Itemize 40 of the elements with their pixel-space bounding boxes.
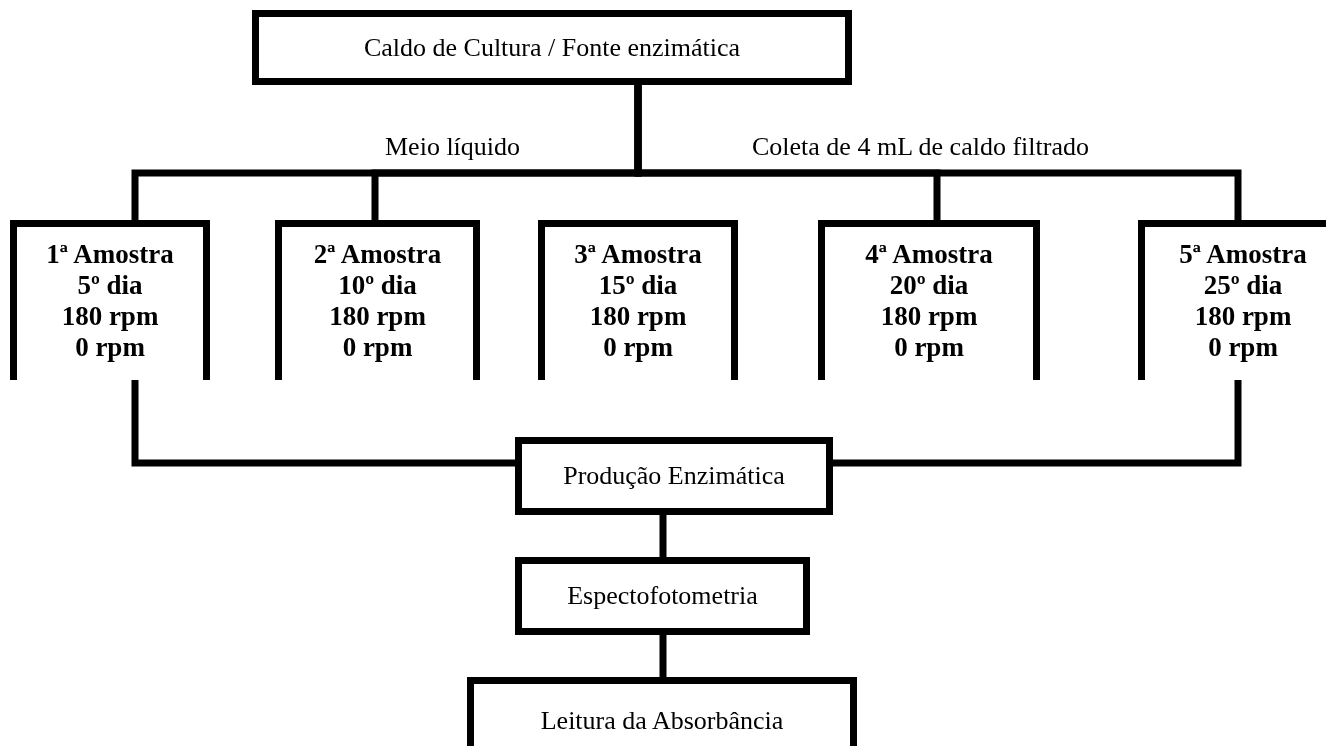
box-text: 3ª Amostra — [574, 239, 702, 270]
box-text: 0 rpm — [1208, 332, 1278, 363]
box-text: Produção Enzimática — [563, 461, 785, 491]
box-text: Caldo de Cultura / Fonte enzimática — [363, 32, 741, 63]
sample-box — [818, 220, 1040, 380]
connector-line — [833, 380, 1242, 467]
process-box — [515, 437, 833, 515]
box-text: 5º dia — [77, 270, 143, 301]
box-text: 0 rpm — [894, 332, 964, 363]
box-text: 180 rpm — [589, 301, 687, 332]
box-text: 180 rpm — [329, 301, 426, 332]
process-box — [467, 677, 857, 746]
box-text: Espectofotometria — [567, 581, 758, 611]
sample-box — [538, 220, 738, 380]
connector-line — [634, 85, 1242, 220]
box-text: 2ª Amostra — [313, 239, 442, 270]
sample-box — [1138, 220, 1326, 380]
box-text: 10º dia — [338, 270, 417, 301]
box-text: 0 rpm — [342, 332, 413, 363]
box-text: 0 rpm — [603, 332, 673, 363]
box-text: 180 rpm — [61, 301, 159, 332]
box-text: 1ª Amostra — [46, 239, 174, 270]
box-text: 4ª Amostra — [865, 239, 993, 270]
connector-line — [659, 635, 667, 677]
sample-box — [10, 220, 210, 380]
process-box — [252, 10, 852, 85]
connector-line — [131, 380, 515, 467]
connector-line — [659, 515, 667, 557]
box-text: 180 rpm — [880, 301, 978, 332]
box-text: 15º dia — [598, 270, 678, 301]
box-text: 0 rpm — [75, 332, 145, 363]
box-text: Leitura da Absorbância — [540, 705, 784, 736]
process-box — [515, 557, 810, 635]
box-text: 25º dia — [1203, 270, 1283, 301]
sample-box — [275, 220, 480, 380]
branch-label: Meio líquido — [385, 132, 521, 162]
box-text: 180 rpm — [1194, 301, 1292, 332]
box-text: 5ª Amostra — [1179, 239, 1307, 270]
branch-label: Coleta de 4 mL de caldo filtrado — [752, 132, 1089, 162]
box-text: 20º dia — [889, 270, 969, 301]
